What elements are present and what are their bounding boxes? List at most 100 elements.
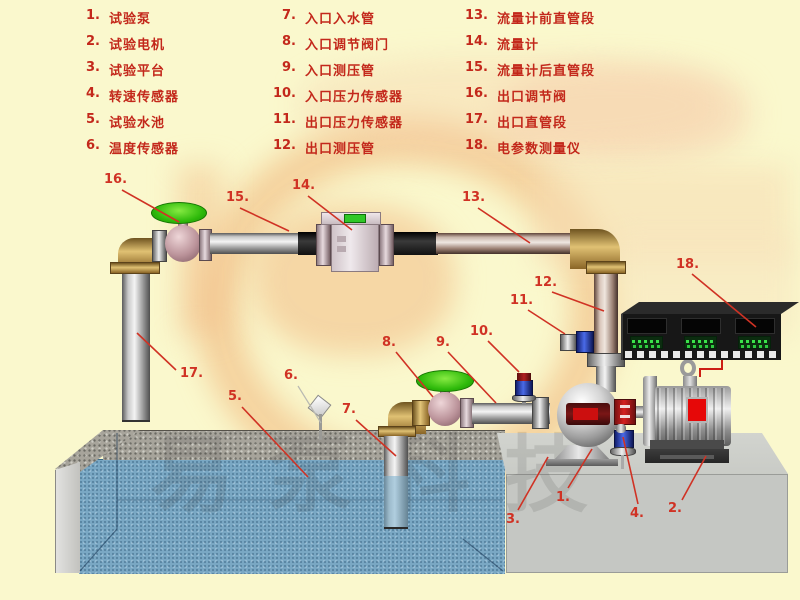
legend-item: 17. 出口直管段 [460, 112, 568, 131]
legend-label: 试验水池 [109, 116, 166, 131]
flowmeter-button [337, 236, 346, 242]
legend-label: 温度传感器 [109, 142, 180, 157]
inlet-regulating-valve-8 [428, 392, 462, 426]
pump-nameplate-red [573, 408, 598, 420]
legend-item: 1. 试验泵 [72, 8, 152, 27]
legend-num: 8. [282, 34, 296, 49]
callout-4: 4. [630, 506, 644, 521]
legend-label: 入口压力传感器 [305, 90, 404, 105]
pipe12-flange [587, 353, 625, 367]
legend-item: 13. 流量计前直管段 [460, 8, 596, 27]
legend-item: 5. 试验水池 [72, 112, 166, 131]
legend-label: 流量计前直管段 [497, 12, 596, 27]
callout-line-15 [239, 207, 290, 232]
callout-7: 7. [342, 402, 356, 417]
pool-water [79, 459, 505, 574]
motor-neck [683, 376, 697, 388]
valve8-handle [416, 370, 474, 392]
outlet-pressure-sensor-11 [576, 331, 594, 353]
legend-item: 3. 试验平台 [72, 60, 166, 79]
callout-6: 6. [284, 368, 298, 383]
legend-num: 4. [86, 86, 100, 101]
callout-3: 3. [506, 512, 520, 527]
legend-label: 出口直管段 [497, 116, 568, 131]
speed-sensor-4 [614, 430, 634, 448]
motor-end-cap [643, 376, 657, 446]
temperature-sensor-pin [319, 414, 322, 440]
callout-15: 15. [226, 190, 250, 205]
callout-2: 2. [668, 501, 682, 516]
pool-wall-left [55, 462, 80, 573]
legend-num: 1. [86, 8, 100, 23]
pipe-before-flowmeter-13 [436, 233, 576, 254]
legend-item: 14. 流量计 [460, 34, 540, 53]
callout-16: 16. [104, 172, 128, 187]
legend-num: 9. [282, 60, 296, 75]
callout-5: 5. [228, 389, 242, 404]
callout-line-10 [487, 340, 520, 373]
sensor10-cap [517, 373, 531, 381]
instrument-window [735, 318, 775, 334]
legend-label: 入口测压管 [305, 64, 376, 79]
inlet-pressure-sensor-10 [515, 380, 533, 396]
instrument-led-display [630, 336, 663, 349]
legend-label: 出口调节阀 [497, 90, 568, 105]
callout-18: 18. [676, 257, 700, 272]
callout-1: 1. [556, 490, 570, 505]
legend-num: 11. [272, 112, 296, 127]
callout-14: 14. [292, 178, 316, 193]
legend-label: 入口调节阀门 [305, 38, 390, 53]
inlet-measuring-pipe-9 [472, 403, 550, 424]
legend-item: 12.出口测压管 [268, 138, 376, 157]
legend-item: 4. 转速传感器 [72, 86, 180, 105]
legend-label: 流量计 [497, 38, 540, 53]
outlet-regulating-valve-16 [165, 225, 201, 262]
callout-11: 11. [510, 293, 534, 308]
callout-17: 17. [180, 366, 204, 381]
legend-item: 7.入口入水管 [268, 8, 375, 27]
callout-10: 10. [470, 324, 494, 339]
instrument-top [621, 302, 799, 314]
legend-num: 17. [464, 112, 488, 127]
legend-num: 2. [86, 34, 100, 49]
instrument-buttons [625, 351, 777, 358]
sensor11-stub [560, 334, 577, 351]
outlet-straight-pipe-17 [122, 272, 150, 422]
pipe9-right-flange [532, 397, 549, 429]
motor-base-stripe [660, 455, 714, 459]
callout-8: 8. [382, 335, 396, 350]
instrument-led-display [738, 336, 771, 349]
instrument-window [627, 318, 667, 334]
legend-item: 2.试验电机 [72, 34, 165, 53]
instrument-led-display [684, 336, 717, 349]
platform-front [506, 474, 788, 573]
legend-num: 3. [86, 60, 100, 75]
legend-label: 电参数测量仪 [497, 142, 582, 157]
legend-label: 试验平台 [109, 64, 166, 79]
legend-label: 出口压力传感器 [305, 116, 404, 131]
legend-item: 18. 电参数测量仪 [460, 138, 582, 157]
legend-label: 流量计后直管段 [497, 64, 596, 79]
legend-num: 10. [272, 86, 296, 101]
valve16-handle [151, 202, 207, 224]
speed-sensor-knob [616, 424, 626, 433]
legend-label: 出口测压管 [305, 142, 376, 157]
legend-num: 18. [464, 138, 488, 153]
legend-num: 6. [86, 138, 100, 153]
legend-label: 转速传感器 [109, 90, 180, 105]
coupling-band [620, 415, 630, 418]
callout-9: 9. [436, 335, 450, 350]
legend-item: 9. 入口测压管 [268, 60, 376, 79]
legend-num: 13. [464, 8, 488, 23]
legend-item: 6. 温度传感器 [72, 138, 180, 157]
legend-num: 5. [86, 112, 100, 127]
legend-num: 14. [464, 34, 488, 49]
coupling-red [614, 399, 636, 425]
motor-eye-ring [680, 359, 696, 377]
legend-label: 试验泵 [109, 12, 152, 27]
callout-13: 13. [462, 190, 486, 205]
pump-base-plate [546, 459, 618, 466]
outlet-measuring-pipe-12 [594, 274, 618, 354]
legend-num: 7. [282, 8, 296, 23]
legend-item: 16.出口调节阀 [460, 86, 568, 105]
